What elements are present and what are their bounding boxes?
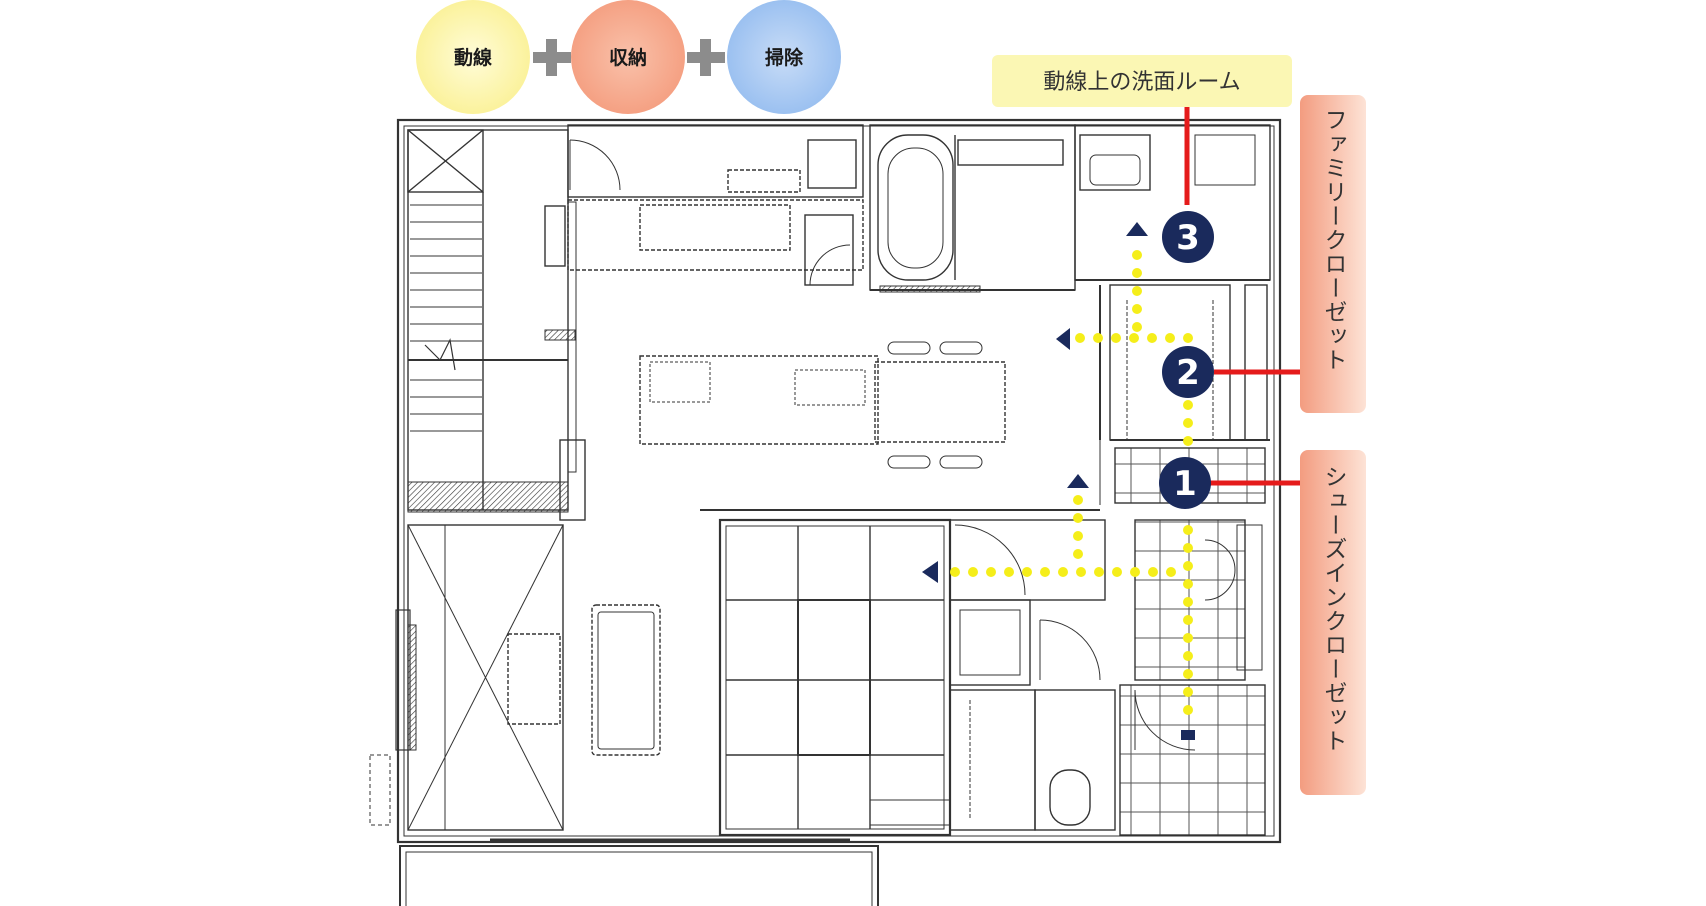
- plus-icon: [687, 39, 725, 76]
- arrow-up-icon: [1067, 474, 1089, 488]
- start-marker-icon: [1181, 730, 1195, 740]
- leader-lines: [1184, 105, 1300, 486]
- callout-washroom-box: [992, 55, 1292, 107]
- marker-label-1: 1: [1173, 464, 1197, 504]
- callout-family-closet-box: [1300, 95, 1366, 413]
- marker-group: 3 2 1: [1159, 211, 1214, 509]
- arrow-heads: [922, 222, 1195, 740]
- arrow-left-icon: [1056, 328, 1070, 350]
- badge-label-souji: 掃除: [765, 46, 804, 69]
- marker-label-3: 3: [1176, 218, 1200, 258]
- badge-circle-douSen: [416, 0, 530, 114]
- marker-circle-3: [1162, 211, 1214, 263]
- badge-circle-souji: [727, 0, 841, 114]
- callout-washroom: 動線上の洗面ルーム: [992, 55, 1292, 107]
- badge-circle-shuunou: [571, 0, 685, 114]
- callout-shoes-closet-box: [1300, 450, 1366, 795]
- badge-label-douSen: 動線: [454, 46, 492, 69]
- marker-label-2: 2: [1176, 353, 1200, 393]
- floor-plan-walls: [369, 118, 1282, 906]
- badge-label-shuunou: 収納: [609, 46, 647, 69]
- callout-shoes-closet: シューズインクローゼット: [1300, 450, 1366, 795]
- callout-washroom-label: 動線上の洗面ルーム: [1043, 70, 1240, 95]
- marker-circle-1: [1159, 457, 1211, 509]
- arrow-up-icon: [1126, 222, 1148, 236]
- callout-family-closet-label: ファミリークローゼット: [1320, 108, 1347, 372]
- callout-family-closet: ファミリークローゼット: [1300, 95, 1366, 413]
- marker-circle-2: [1162, 346, 1214, 398]
- movement-path: [950, 250, 1193, 715]
- badge-group: 動線 収納 掃除: [416, 0, 841, 114]
- arrow-left-icon: [922, 561, 938, 583]
- callout-shoes-closet-label: シューズインクローゼット: [1320, 465, 1347, 753]
- plus-icon: [533, 39, 571, 76]
